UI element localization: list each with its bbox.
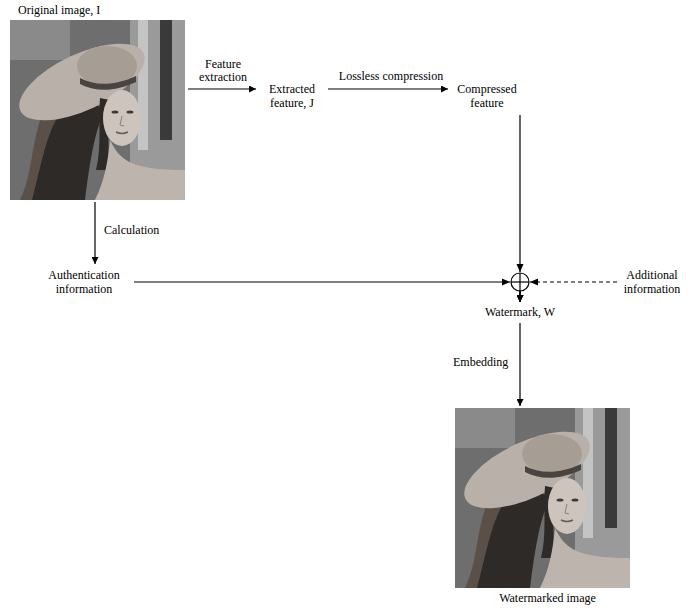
- arrowhead: [502, 279, 510, 286]
- photo-face: [103, 90, 141, 146]
- edge-label: Embedding: [452, 356, 509, 369]
- text-node: Additional information: [620, 266, 684, 298]
- photo-strip: [160, 20, 172, 140]
- text-node: Extracted feature, J: [259, 80, 325, 112]
- image-caption: Original image, I: [18, 3, 185, 17]
- node-text: Watermark, W: [476, 305, 564, 319]
- xor-circle: [511, 273, 529, 291]
- photo-hat-band: [80, 76, 136, 90]
- connector-arrow: [520, 282, 617, 302]
- connector-arrow: [519, 115, 520, 302]
- text-node: Watermark, W: [474, 303, 566, 321]
- connector-arrow: [94, 202, 95, 264]
- photo-mouth: [116, 132, 128, 134]
- photo-strip: [138, 20, 148, 150]
- photo-watermarked: [455, 408, 630, 588]
- photo-shoulder: [95, 140, 185, 200]
- text-node: Authentication information: [37, 266, 131, 298]
- xor-symbol: [511, 273, 529, 291]
- node-text: Extracted feature, J: [261, 82, 323, 110]
- photo-content: [455, 408, 630, 588]
- text-node: Compressed feature: [451, 80, 523, 112]
- photo-eye: [127, 110, 134, 113]
- photo-content: [10, 20, 185, 200]
- edge-label: Calculation: [103, 224, 160, 237]
- xor-cross: [519, 273, 520, 291]
- image-node: Watermarked image: [455, 408, 630, 588]
- node-text: Additional information: [622, 268, 682, 296]
- node-text: Authentication information: [39, 268, 129, 296]
- photo-wall: [10, 20, 70, 60]
- image-node: Original image, I: [10, 20, 185, 200]
- image-caption: Watermarked image: [465, 591, 630, 605]
- connector-arrow: [134, 282, 520, 302]
- connector-arrow: [328, 88, 448, 89]
- photo-eye: [112, 110, 119, 113]
- connector-arrow: [188, 88, 256, 89]
- photo-original: [10, 20, 185, 200]
- photo-nose: [120, 116, 124, 126]
- arrowhead: [530, 279, 538, 286]
- arrowhead: [517, 264, 524, 272]
- node-text: Compressed feature: [453, 82, 521, 110]
- edge-label: Lossless compression: [332, 70, 450, 83]
- edge-label: Feature extraction: [192, 58, 254, 84]
- connector-arrow: [519, 323, 520, 406]
